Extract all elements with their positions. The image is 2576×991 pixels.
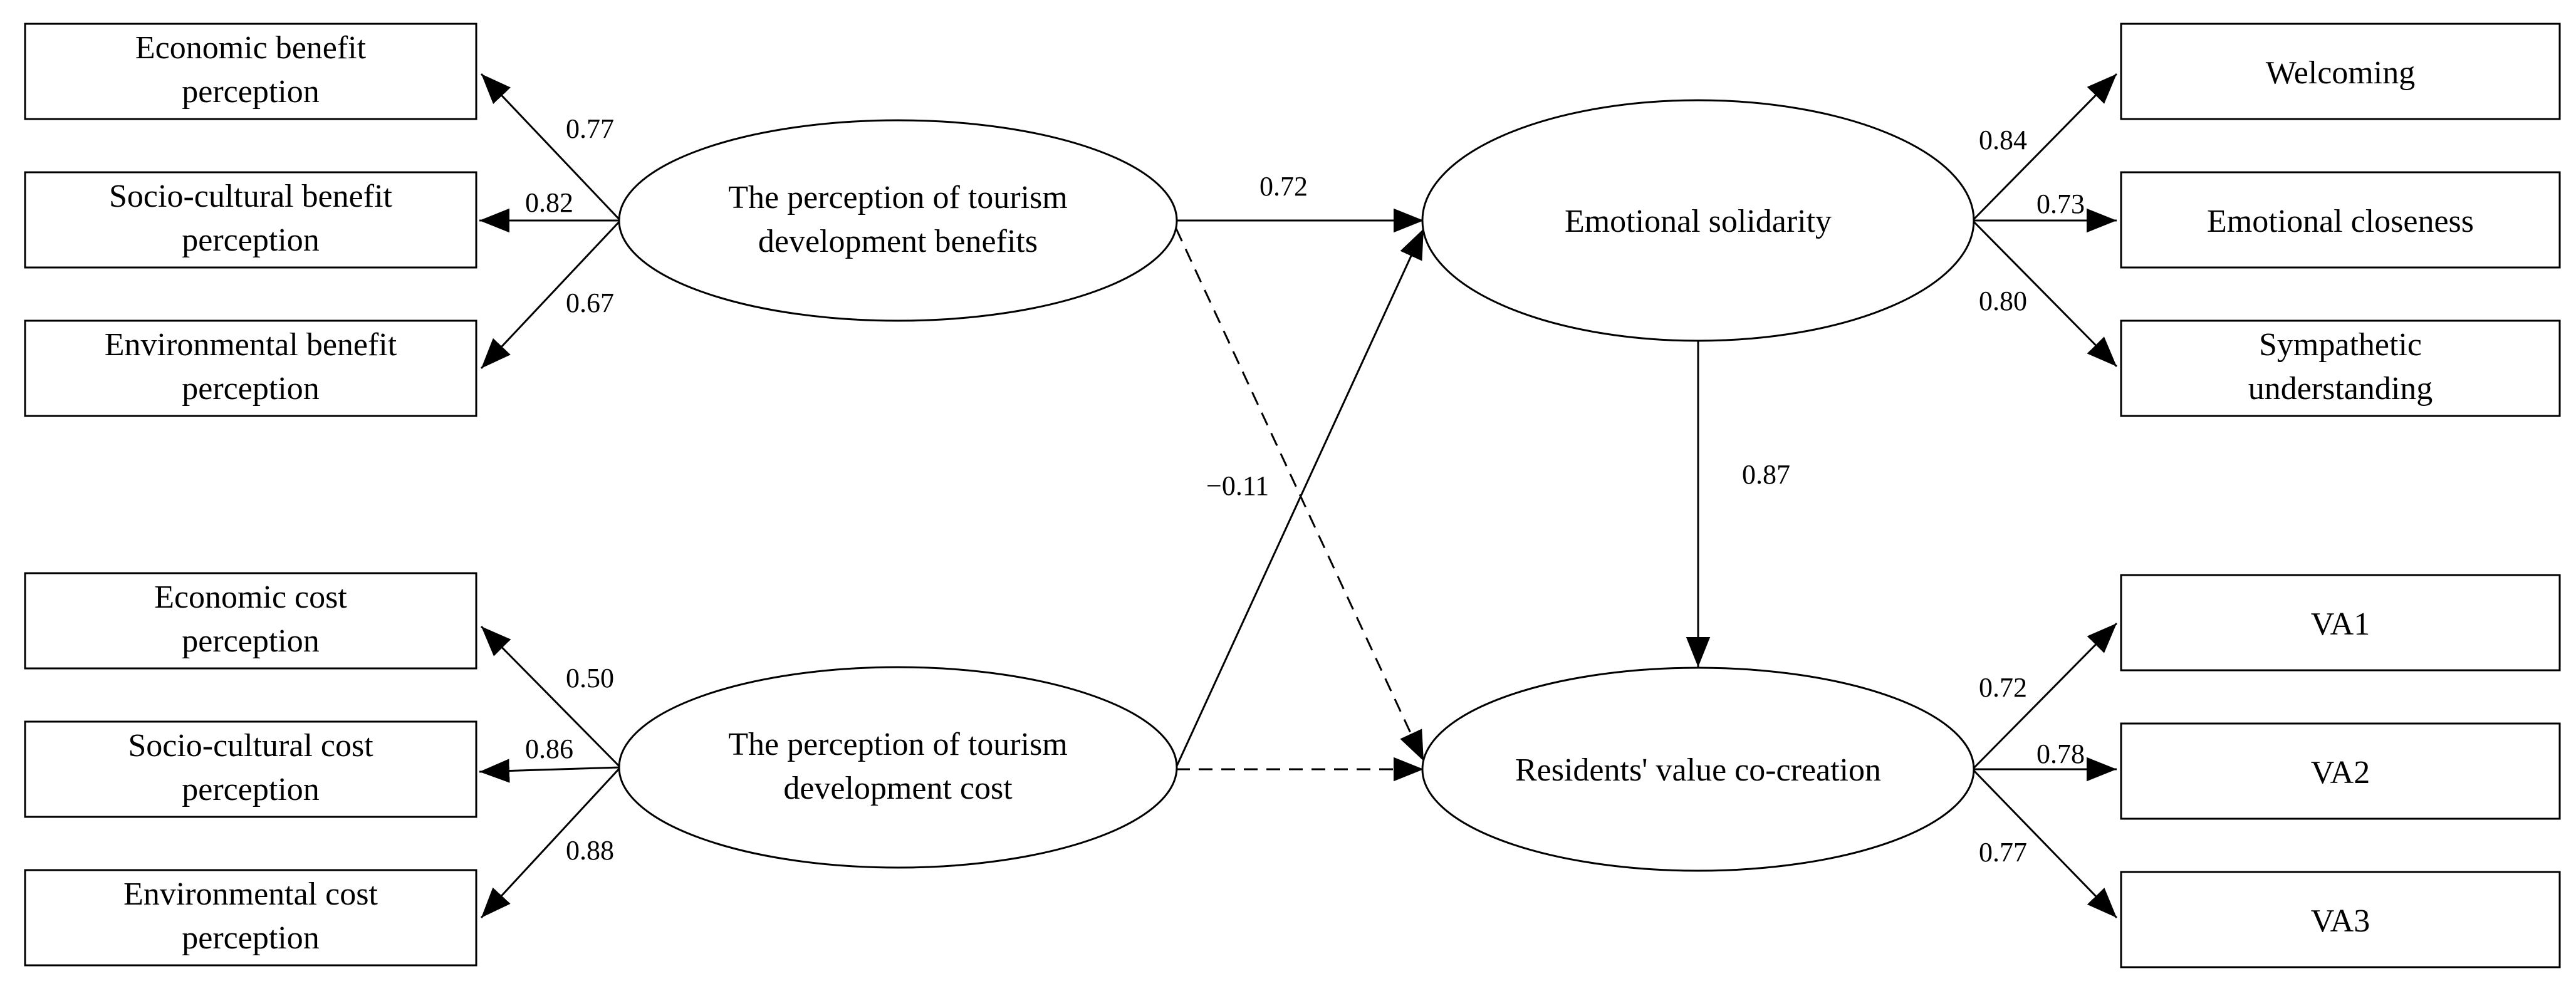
svg-text:Sympathetic: Sympathetic [2259, 327, 2422, 363]
svg-text:Socio-cultural cost: Socio-cultural cost [128, 728, 373, 764]
svg-text:perception: perception [182, 371, 319, 407]
indicator-emotional-closeness: Emotional closeness [2120, 171, 2561, 269]
latent-tourism-benefits: The perception of tourism development be… [618, 119, 1178, 322]
svg-text:perception: perception [182, 623, 319, 659]
svg-text:understanding: understanding [2248, 371, 2433, 407]
coef-socio-benefit: 0.82 [525, 187, 573, 218]
indicator-socio-cultural-cost: Socio-cultural cost perception [24, 720, 477, 818]
path-benefit-econ [480, 73, 622, 222]
coef-env-benefit: 0.67 [566, 288, 614, 318]
path-benefit-env [480, 219, 622, 370]
latent-emotional-solidarity: Emotional solidarity [1421, 99, 1975, 342]
svg-text:development benefits: development benefits [758, 224, 1038, 259]
indicator-welcoming: Welcoming [2120, 23, 2561, 120]
svg-text:VA3: VA3 [2311, 903, 2370, 939]
coef-socio-cost: 0.86 [525, 734, 573, 764]
svg-text:development cost: development cost [783, 770, 1013, 806]
svg-text:The perception of tourism: The perception of tourism [728, 180, 1068, 215]
coef-welcoming: 0.84 [1979, 125, 2027, 155]
path-cost-socio [479, 759, 621, 783]
indicator-va3: VA3 [2120, 871, 2561, 968]
svg-text:Environmental benefit: Environmental benefit [105, 327, 397, 363]
svg-text:VA1: VA1 [2311, 606, 2370, 642]
coef-sympathetic: 0.80 [1979, 286, 2027, 316]
indicator-va2: VA2 [2120, 722, 2561, 820]
path-cocreation-va1 [1971, 622, 2118, 770]
svg-text:Economic cost: Economic cost [154, 579, 347, 615]
latent-value-cocreation: Residents' value co-creation [1421, 667, 1975, 872]
svg-text:perception: perception [182, 74, 319, 110]
path-cost-econ [480, 625, 622, 769]
coef-econ-cost: 0.50 [566, 663, 614, 693]
coef-va3: 0.77 [1979, 837, 2027, 868]
indicator-environmental-cost: Environmental cost perception [24, 869, 477, 967]
svg-text:perception: perception [182, 772, 319, 807]
path-benefit-cocreation [1175, 228, 1425, 762]
indicator-va1: VA1 [2120, 574, 2561, 672]
latent-tourism-cost: The perception of tourism development co… [618, 666, 1178, 869]
svg-text:Emotional closeness: Emotional closeness [2207, 204, 2474, 239]
path-cost-env [480, 766, 622, 919]
coefficient-labels: 0.77 0.82 0.67 0.50 0.86 0.88 0.84 0.73 … [525, 113, 2085, 868]
svg-text:perception: perception [182, 222, 319, 258]
svg-text:Emotional solidarity: Emotional solidarity [1565, 204, 1832, 239]
path-cocreation-va3 [1971, 768, 2118, 919]
svg-text:VA2: VA2 [2311, 755, 2370, 791]
indicator-economic-benefit: Economic benefit perception [24, 23, 477, 120]
indicator-economic-cost: Economic cost perception [24, 572, 477, 670]
svg-text:Residents' value co-creation: Residents' value co-creation [1515, 752, 1881, 788]
coef-benefit-solidarity: 0.72 [1259, 171, 1308, 202]
svg-text:Environmental cost: Environmental cost [123, 876, 378, 912]
path-solidarity-sympathetic [1971, 219, 2118, 368]
indicator-environmental-benefit: Environmental benefit perception [24, 319, 477, 417]
coef-cost-path: −0.11 [1206, 470, 1269, 501]
svg-text:Economic benefit: Economic benefit [135, 30, 367, 66]
svg-text:perception: perception [182, 920, 319, 956]
svg-text:Socio-cultural benefit: Socio-cultural benefit [109, 179, 393, 214]
coef-va1: 0.72 [1979, 672, 2027, 703]
svg-text:Welcoming: Welcoming [2266, 55, 2415, 91]
coef-econ-benefit: 0.77 [566, 113, 614, 144]
coef-closeness: 0.73 [2036, 189, 2085, 219]
indicator-socio-cultural-benefit: Socio-cultural benefit perception [24, 171, 477, 269]
coef-va2: 0.78 [2036, 739, 2085, 769]
svg-text:The perception of tourism: The perception of tourism [728, 727, 1068, 762]
indicator-sympathetic-understanding: Sympathetic understanding [2120, 319, 2561, 417]
path-solidarity-welcoming [1971, 73, 2118, 222]
coef-env-cost: 0.88 [566, 835, 614, 866]
path-cost-solidarity [1175, 228, 1425, 768]
coef-solidarity-cocreation: 0.87 [1742, 459, 1790, 490]
